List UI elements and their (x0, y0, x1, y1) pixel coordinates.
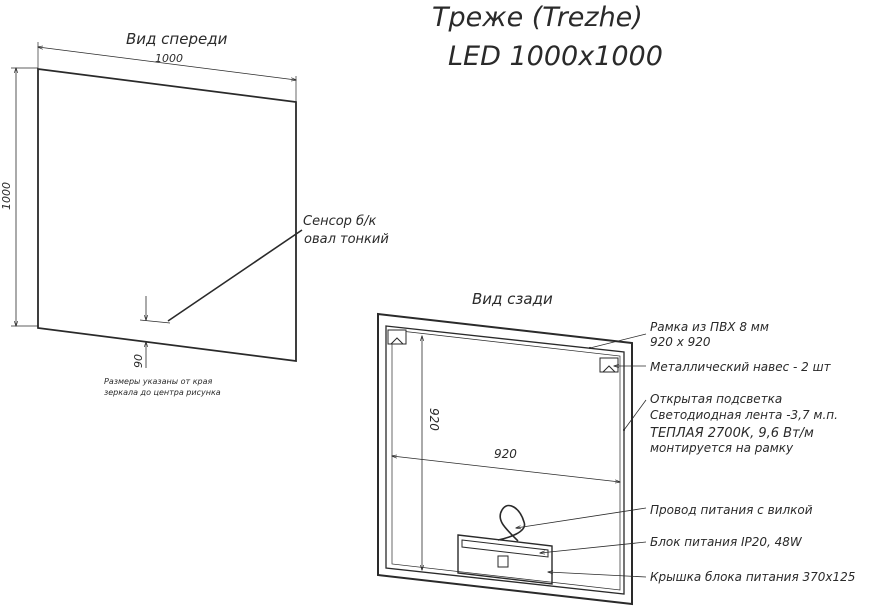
leader-cable (516, 507, 647, 528)
back-mirror-outline (377, 312, 633, 606)
psu-cover (457, 534, 553, 585)
front-height-dim-label: 1000 (0, 182, 13, 210)
front-width-dim-label: 1000 (155, 52, 183, 65)
callout-cover: Крышка блока питания 370х125 (650, 570, 855, 584)
callout-hanger: Металлический навес - 2 шт (650, 360, 832, 374)
front-mirror-outline (37, 67, 297, 363)
back-width-dimension-line (392, 456, 620, 482)
front-note-line-2: зеркала до центра рисунка (104, 388, 221, 397)
title-line-2: LED 1000x1000 (448, 41, 663, 72)
sensor-label-1: Сенсор б/к (303, 214, 376, 229)
front-note-line-1: Размеры указаны от края (104, 377, 213, 386)
hanger-right-icon (599, 357, 619, 373)
callout-light-1: Открытая подсветка (650, 392, 782, 406)
leader-frame (588, 333, 647, 350)
hanger-left-icon (387, 329, 407, 345)
callout-cable: Провод питания с вилкой (650, 503, 813, 517)
power-cable (497, 504, 526, 542)
back-view-heading: Вид сзади (472, 290, 553, 308)
callout-psu: Блок питания IP20, 48W (650, 535, 803, 549)
back-frame-inner (391, 329, 621, 591)
leader-psu (540, 541, 647, 553)
leader-light (622, 399, 647, 432)
callout-frame-1: Рамка из ПВХ 8 мм (650, 320, 769, 334)
sensor-leader-line (167, 229, 303, 322)
psu-block (461, 539, 549, 558)
callout-light-4: монтируется на рамку (650, 441, 794, 455)
back-width-dim-label: 920 (494, 447, 517, 461)
offset-extension-top (139, 319, 171, 324)
callout-light-3: ТЕПЛАЯ 2700К, 9,6 Вт/м (650, 426, 814, 441)
front-view-heading: Вид спереди (126, 30, 228, 48)
title-line-1: Треже (Trezhe) (432, 2, 643, 33)
sensor-label-2: овал тонкий (304, 232, 389, 247)
callout-frame-2: 920 х 920 (650, 335, 711, 349)
back-height-dim-label: 920 (427, 408, 441, 431)
psu-connector-icon (497, 555, 509, 568)
back-frame-outline (385, 325, 625, 595)
leader-cover (548, 572, 647, 578)
front-width-dimension-line (38, 47, 296, 80)
callout-light-2: Светодиодная лента -3,7 м.п. (650, 408, 838, 422)
offset-dim-label: 90 (132, 354, 145, 368)
